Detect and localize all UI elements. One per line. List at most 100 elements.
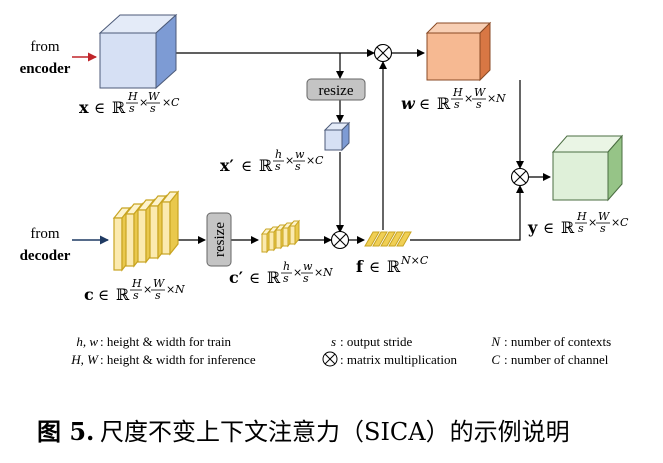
svg-text:x: x	[79, 98, 89, 117]
caption-prefix: 图 5.	[37, 417, 94, 446]
resize-box-left: resize	[206, 212, 232, 267]
svg-text:×: ×	[588, 216, 597, 229]
svg-text:H: H	[127, 90, 138, 103]
svg-text:W: W	[598, 210, 611, 223]
svg-text:∈: ∈	[241, 157, 252, 175]
svg-text:H: H	[576, 210, 587, 223]
x-shape-label: x ∈ ℝ H s × W s × C	[79, 90, 180, 117]
svg-text:×: ×	[139, 96, 148, 109]
f-attention-stack	[364, 231, 412, 247]
legend-C-desc: : number of channel	[504, 352, 609, 367]
svg-text:∈: ∈	[369, 258, 380, 276]
connection-lines	[176, 49, 551, 244]
x-prime-shape-label: x′ ∈ ℝ h s × w s × C	[220, 148, 324, 175]
legend-s-desc: : output stride	[340, 334, 412, 349]
decoder-label: decoder	[20, 248, 71, 264]
svg-text:×: ×	[611, 216, 620, 229]
otimes-top	[373, 43, 393, 63]
svg-text:C: C	[315, 154, 324, 167]
svg-text:s: s	[303, 272, 309, 285]
svg-text:ℝ: ℝ	[267, 268, 281, 287]
svg-text:s: s	[275, 160, 281, 173]
c-context-stack	[112, 190, 180, 272]
svg-text:ℝ: ℝ	[387, 257, 401, 276]
svg-text:s: s	[600, 222, 606, 235]
svg-text:C: C	[171, 96, 180, 109]
otimes-bottom	[330, 230, 350, 250]
svg-text:N×C: N×C	[400, 254, 429, 267]
svg-text:∈: ∈	[419, 95, 430, 113]
figure-caption: 图 5. 尺度不变上下文注意力（SICA）的示例说明	[37, 417, 570, 446]
svg-text:s: s	[155, 289, 161, 302]
svg-text:s: s	[578, 222, 584, 235]
svg-text:×: ×	[166, 283, 175, 296]
svg-text:h: h	[275, 148, 282, 161]
svg-text:s: s	[454, 98, 460, 111]
svg-text:×: ×	[143, 283, 152, 296]
y-shape-label: y ∈ ℝ H s × W s × C	[527, 210, 629, 237]
svg-text:y: y	[527, 218, 538, 237]
svg-text:h: h	[283, 260, 290, 273]
svg-text:s: s	[150, 102, 156, 115]
w-shape-label: w ∈ ℝ H s × W s × N	[401, 86, 506, 113]
svg-text:w: w	[295, 148, 305, 161]
svg-text:s: s	[129, 102, 135, 115]
svg-text:ℝ: ℝ	[561, 218, 575, 237]
legend-otimes-desc: : matrix multiplication	[340, 352, 457, 367]
c-prime-stack	[260, 219, 301, 254]
svg-text:×: ×	[306, 154, 315, 167]
svg-text:N: N	[495, 92, 506, 105]
svg-text:∈: ∈	[543, 219, 554, 237]
svg-text:W: W	[474, 86, 487, 99]
svg-text:c′: c′	[229, 268, 243, 287]
svg-text:×: ×	[162, 96, 171, 109]
svg-text:×: ×	[464, 92, 473, 105]
y-output-cube	[551, 134, 624, 202]
legend-C-symbol: C	[491, 352, 500, 367]
legend-hw-desc: : height & width for train	[100, 334, 232, 349]
svg-text:w: w	[401, 94, 416, 113]
svg-text:∈: ∈	[98, 286, 109, 304]
svg-text:s: s	[133, 289, 139, 302]
resize-left-label: resize	[212, 222, 228, 257]
otimes-right	[510, 167, 530, 187]
svg-text:H: H	[452, 86, 463, 99]
svg-text:W: W	[148, 90, 161, 103]
c-shape-label: c ∈ ℝ H s × W s × N	[84, 277, 185, 304]
svg-text:×: ×	[487, 92, 496, 105]
svg-text:C: C	[620, 216, 629, 229]
from-encoder-label-from: from	[30, 39, 59, 55]
svg-text:ℝ: ℝ	[259, 156, 273, 175]
svg-text:×: ×	[285, 154, 294, 167]
legend-HW-symbol: H, W	[70, 352, 99, 367]
svg-text:ℝ: ℝ	[437, 94, 451, 113]
legend-N-symbol: N	[490, 334, 501, 349]
svg-text:s: s	[295, 160, 301, 173]
svg-text:×: ×	[314, 266, 323, 279]
svg-text:N: N	[322, 266, 333, 279]
legend-hw-symbol: h, w	[76, 334, 98, 349]
resize-top-label: resize	[319, 83, 354, 99]
resize-box-top: resize	[306, 78, 366, 101]
svg-text:c: c	[84, 285, 94, 304]
encoder-label: encoder	[20, 61, 71, 77]
svg-text:w: w	[303, 260, 313, 273]
svg-text:s: s	[476, 98, 482, 111]
legend-s-symbol: s	[331, 334, 336, 349]
svg-text:ℝ: ℝ	[116, 285, 130, 304]
c-prime-shape-label: c′ ∈ ℝ h s × w s × N	[229, 260, 333, 287]
svg-text:W: W	[153, 277, 166, 290]
svg-text:H: H	[131, 277, 142, 290]
svg-text:f: f	[356, 257, 364, 276]
svg-text:∈: ∈	[94, 99, 105, 117]
x-feature-cube	[98, 13, 178, 90]
w-weight-cube	[425, 21, 492, 82]
svg-text:s: s	[283, 272, 289, 285]
svg-text:∈: ∈	[249, 269, 260, 287]
caption-text: 尺度不变上下文注意力（SICA）的示例说明	[100, 418, 570, 446]
legend-N-desc: : number of contexts	[504, 334, 611, 349]
svg-text:N: N	[174, 283, 185, 296]
svg-text:ℝ: ℝ	[112, 98, 126, 117]
legend-HW-desc: : height & width for inference	[100, 352, 256, 367]
legend: h, w : height & width for train H, W : h…	[70, 334, 611, 367]
